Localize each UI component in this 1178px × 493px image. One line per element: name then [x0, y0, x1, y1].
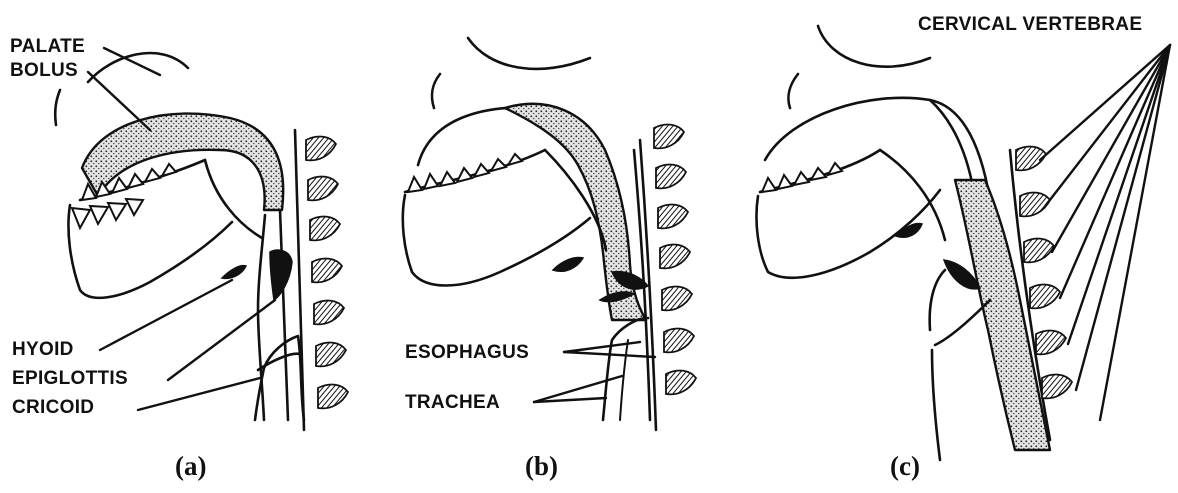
larynx-outline	[603, 318, 648, 420]
epiglottis-shape	[270, 250, 292, 300]
posterior-wall	[280, 210, 288, 420]
palate-label: PALATE	[10, 36, 85, 57]
face-contour	[788, 74, 798, 108]
panel-a: PALATE BOLUS HYOID EPIGLOTTIS CRICOID (a…	[10, 36, 348, 481]
cervical-vertebrae-label: CERVICAL VERTEBRAE	[918, 14, 1142, 35]
vertebrae-leaders	[1040, 45, 1170, 420]
epiglottis-label: EPIGLOTTIS	[12, 368, 128, 389]
cricoid-label: CRICOID	[12, 397, 94, 418]
hyoid-bone	[553, 258, 583, 272]
nose-contour	[818, 26, 930, 67]
bolus-shape	[955, 180, 1050, 450]
panel-b: ESOPHAGUS TRACHEA (b)	[403, 38, 696, 481]
hyoid-bone	[222, 266, 246, 279]
bolus-shape	[82, 114, 283, 210]
upper-teeth	[408, 154, 522, 192]
vertebrae-b	[654, 125, 696, 395]
caption-b: (b)	[525, 451, 558, 481]
neck-front	[932, 350, 940, 460]
bolus-shape	[505, 104, 646, 320]
hyoid-leader	[100, 280, 232, 350]
trachea-wall	[620, 340, 628, 420]
esophagus-label: ESOPHAGUS	[405, 342, 529, 363]
hyoid-label: HYOID	[12, 339, 74, 360]
caption-a: (a)	[175, 451, 206, 481]
esophagus-leader	[564, 342, 640, 352]
face-contour	[432, 74, 440, 108]
bolus-leader	[88, 72, 150, 130]
face-contour	[55, 90, 60, 125]
caption-c: (c)	[890, 451, 920, 481]
trachea-leader	[534, 376, 622, 402]
vertebrae-a	[306, 137, 348, 409]
trachea-outline	[935, 300, 990, 345]
panel-c: CERVICAL VERTEBRAE (c)	[756, 14, 1170, 481]
trachea-label: TRACHEA	[405, 392, 500, 413]
nose-contour	[468, 38, 590, 69]
nose-contour	[88, 53, 188, 82]
larynx-outline	[930, 270, 945, 330]
lower-jaw	[68, 205, 232, 298]
upper-teeth	[762, 163, 842, 192]
cricoid-leader	[138, 378, 260, 410]
tongue-line	[205, 160, 262, 238]
bolus-label: BOLUS	[10, 60, 78, 81]
spine-line	[295, 130, 304, 430]
lower-teeth	[72, 199, 143, 228]
